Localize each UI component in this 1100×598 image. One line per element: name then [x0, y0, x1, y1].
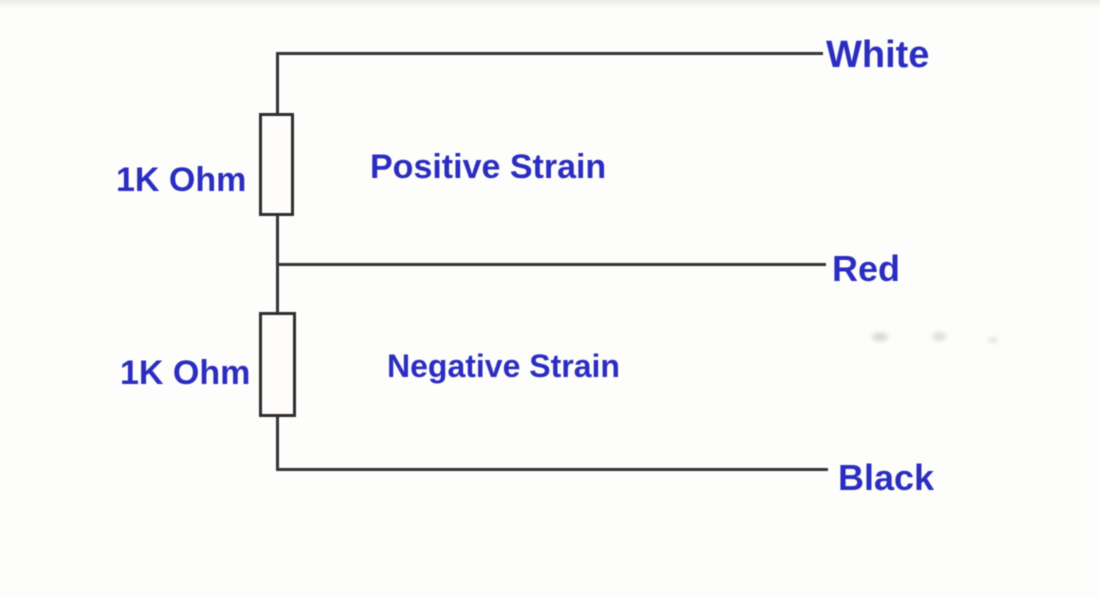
scan-edge-shading: [0, 0, 1100, 8]
red-wire-label: Red: [832, 248, 901, 289]
resistor-2-symbol: [259, 312, 296, 417]
scan-artifact: [872, 333, 888, 341]
scan-artifact: [988, 337, 998, 343]
resistor-1-value-label: 1K Ohm: [116, 161, 247, 199]
white-wire-label: White: [826, 34, 930, 76]
black-wire-label: Black: [838, 457, 935, 498]
positive-strain-label: Positive Strain: [370, 148, 607, 186]
negative-strain-label: Negative Strain: [387, 348, 620, 384]
black-wire-line: [276, 468, 828, 471]
resistor-1-symbol: [259, 113, 294, 216]
white-wire-line: [276, 52, 823, 55]
scan-artifact: [932, 332, 946, 341]
vertical-bus-wire: [276, 52, 279, 471]
resistor-2-value-label: 1K Ohm: [120, 354, 251, 392]
red-wire-line: [276, 263, 826, 266]
